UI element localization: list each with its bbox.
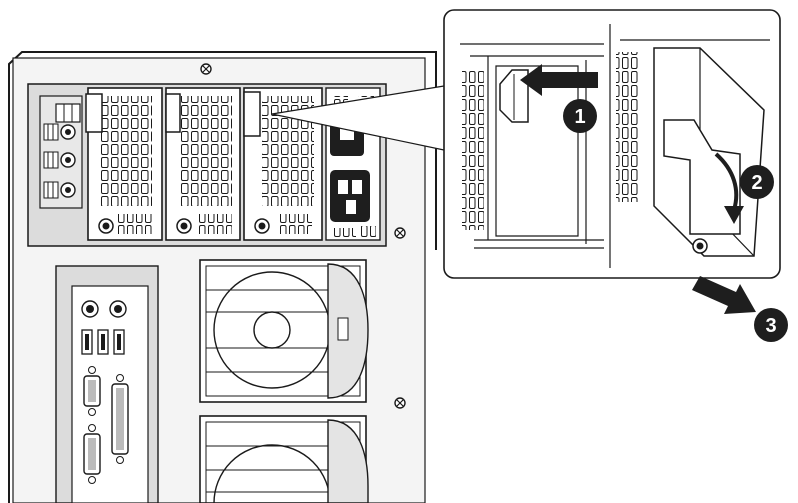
rotate-arrow [714, 152, 744, 224]
push-arrow [520, 64, 598, 96]
chassis-screw [394, 397, 406, 409]
step-badge-3: 3 [754, 308, 788, 342]
system-fan-lower[interactable] [199, 415, 369, 503]
parallel-port[interactable] [111, 374, 129, 464]
ps2-ports[interactable] [81, 300, 127, 318]
pull-arrow [692, 276, 756, 314]
system-fan-upper[interactable] [199, 259, 369, 403]
step-number-2: 2 [751, 172, 762, 194]
psu-latch[interactable] [165, 93, 181, 133]
step-number-1: 1 [574, 106, 585, 128]
vga-port[interactable] [83, 424, 101, 484]
usb-ports[interactable] [81, 329, 125, 355]
ac-inlet-lower[interactable] [330, 170, 370, 222]
psu-latch[interactable] [243, 91, 261, 137]
callout-leader [271, 85, 445, 151]
step-badge-2: 2 [740, 165, 774, 199]
power-supply-module-1[interactable] [85, 87, 163, 241]
chassis-screw [394, 227, 406, 239]
psu-latch[interactable] [85, 93, 103, 133]
rear-io-panel [55, 265, 159, 503]
step-badge-1: 1 [563, 99, 597, 133]
step-number-3: 3 [765, 315, 776, 337]
serial-port[interactable] [83, 366, 101, 416]
chassis-screw [200, 63, 212, 75]
detail-latch-view [460, 43, 604, 249]
psu-status-panel [39, 95, 83, 209]
power-supply-module-2[interactable] [165, 87, 241, 241]
detail-handle [663, 119, 741, 235]
